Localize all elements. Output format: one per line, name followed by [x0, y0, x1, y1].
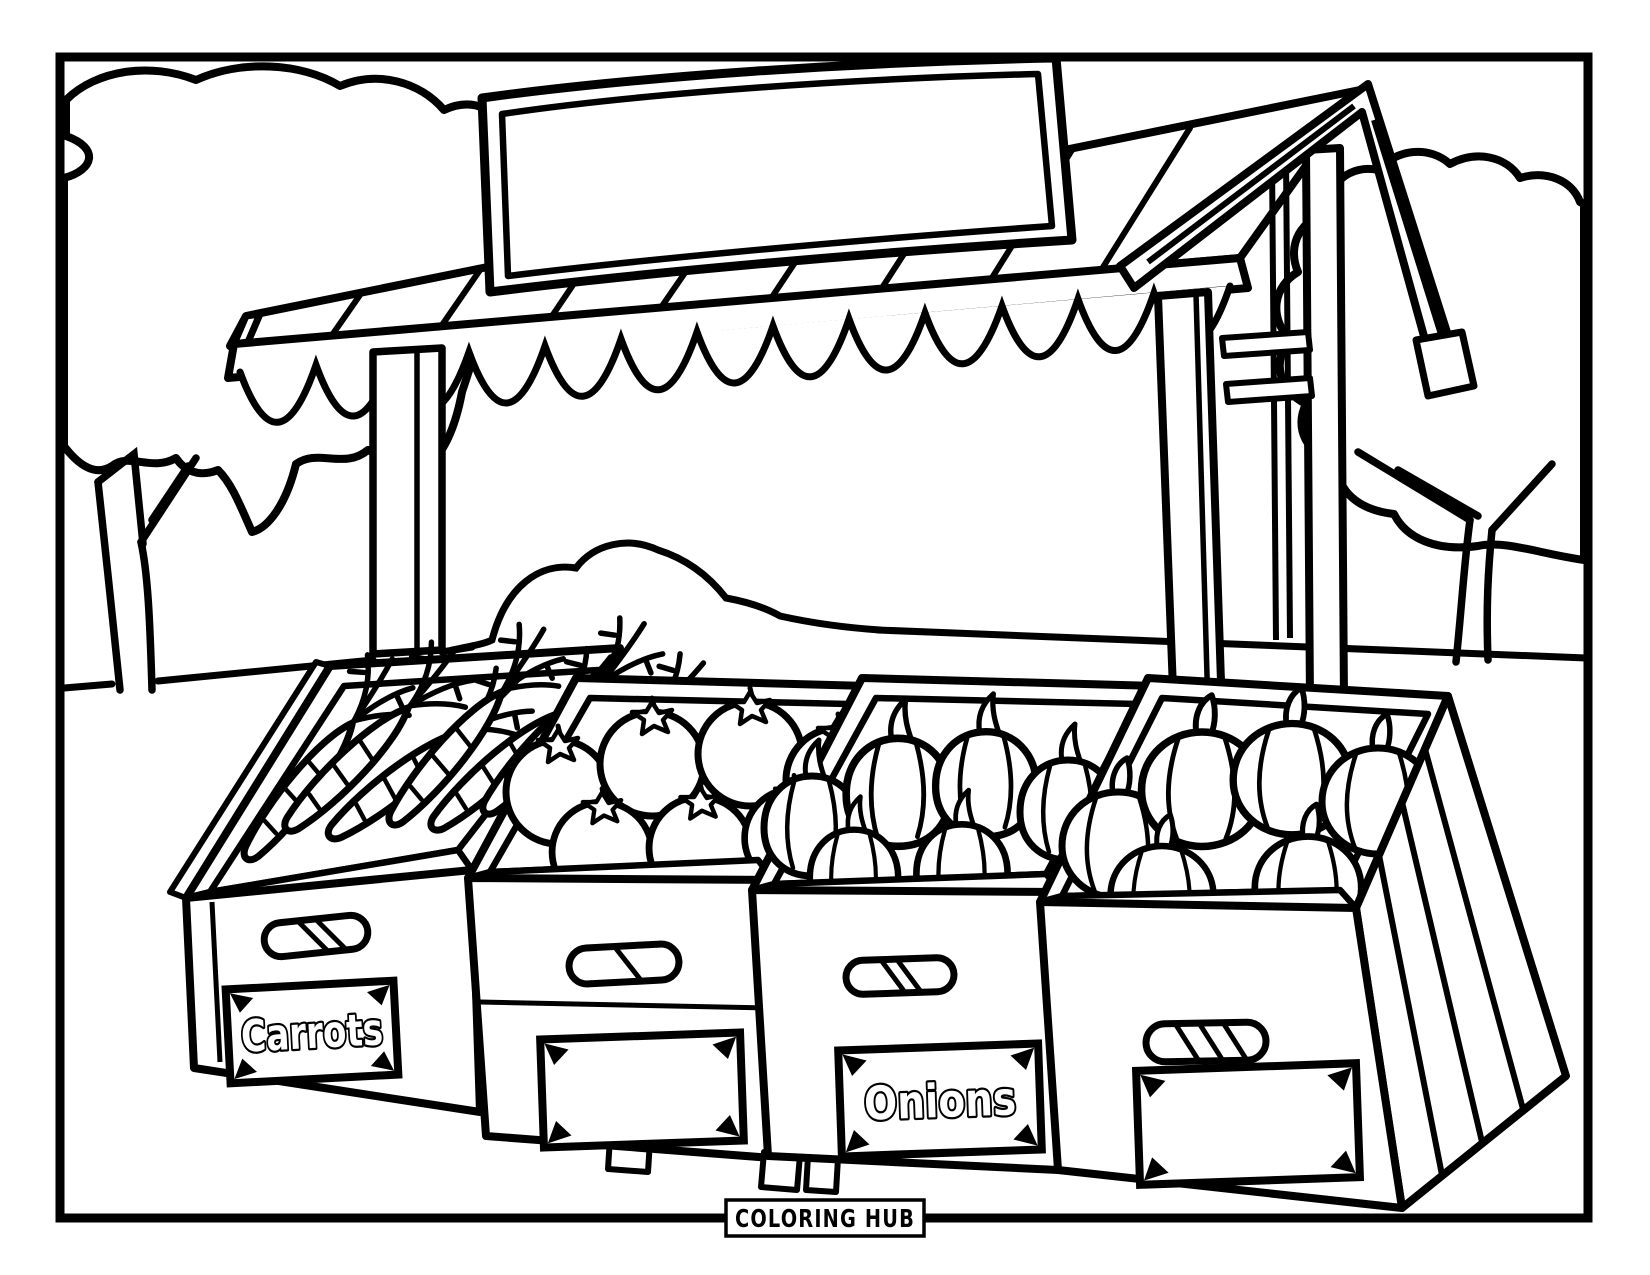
crate-handle [1142, 1018, 1270, 1066]
label-corner-wedges [842, 1047, 1038, 1153]
market-stand [224, 53, 1478, 720]
roof-fascia [224, 254, 1252, 382]
right-posts [1154, 144, 1348, 720]
gable-end-flap [1412, 328, 1478, 400]
watermark-text: COLORING HUB [735, 1204, 915, 1233]
crate-handle [842, 954, 958, 998]
crate-label-blank [1131, 1059, 1365, 1189]
ground-horizon-line [60, 626, 1590, 692]
crate-handle [565, 940, 683, 988]
crate-pumpkins [1036, 674, 1570, 1212]
rear-post [1302, 144, 1348, 706]
label-corner-wedges [1140, 1067, 1356, 1181]
crate-label-carrots: Carrots [221, 976, 403, 1088]
right-tree-trunk [1354, 448, 1556, 666]
post-rungs [1219, 329, 1315, 405]
label-corner-wedges [229, 984, 395, 1080]
crate-label-onions: Onions [834, 1039, 1046, 1161]
middle-bush [448, 539, 884, 654]
front-post [1154, 288, 1226, 720]
left-post [369, 344, 446, 658]
gable-roof [1116, 80, 1478, 400]
crate-handle [260, 911, 372, 961]
left-tree-trunk [94, 446, 200, 694]
sign-board [477, 53, 1077, 297]
crate-label-text: Onions [863, 1071, 1017, 1130]
label-corner-wedges [544, 1036, 740, 1144]
crate-onions: Onions [748, 674, 1162, 1195]
crate-carrots: Carrots [167, 606, 734, 1116]
crate-side-wall [1352, 692, 1570, 1212]
crate-label-text: Carrots [240, 1004, 384, 1062]
crate-label-blank [536, 1028, 748, 1152]
crate-feet [758, 1149, 841, 1195]
watermark-badge: COLORING HUB [724, 1198, 926, 1238]
